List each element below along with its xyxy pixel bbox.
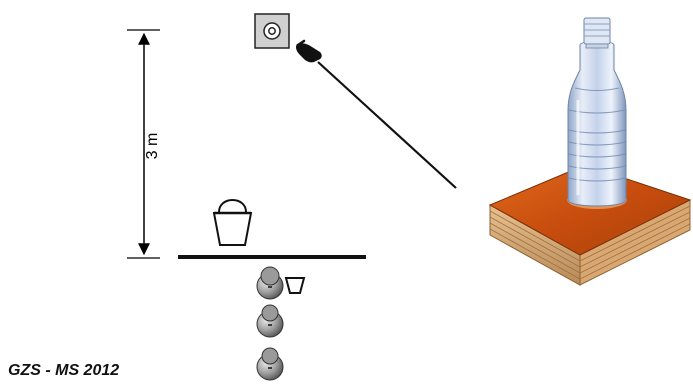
sight-line <box>318 62 456 188</box>
pointing-hand-icon <box>296 41 322 62</box>
bucket-icon <box>214 200 251 245</box>
observer-2 <box>257 305 283 337</box>
observer-1 <box>257 267 283 299</box>
observer-3 <box>257 348 283 380</box>
credit-text: GZS - MS 2012 <box>8 362 119 380</box>
plastic-bottle <box>567 18 627 209</box>
camera-icon <box>255 14 289 48</box>
cup-icon <box>286 278 304 293</box>
height-dimension: 3 m <box>127 30 161 258</box>
height-label: 3 m <box>144 133 161 160</box>
